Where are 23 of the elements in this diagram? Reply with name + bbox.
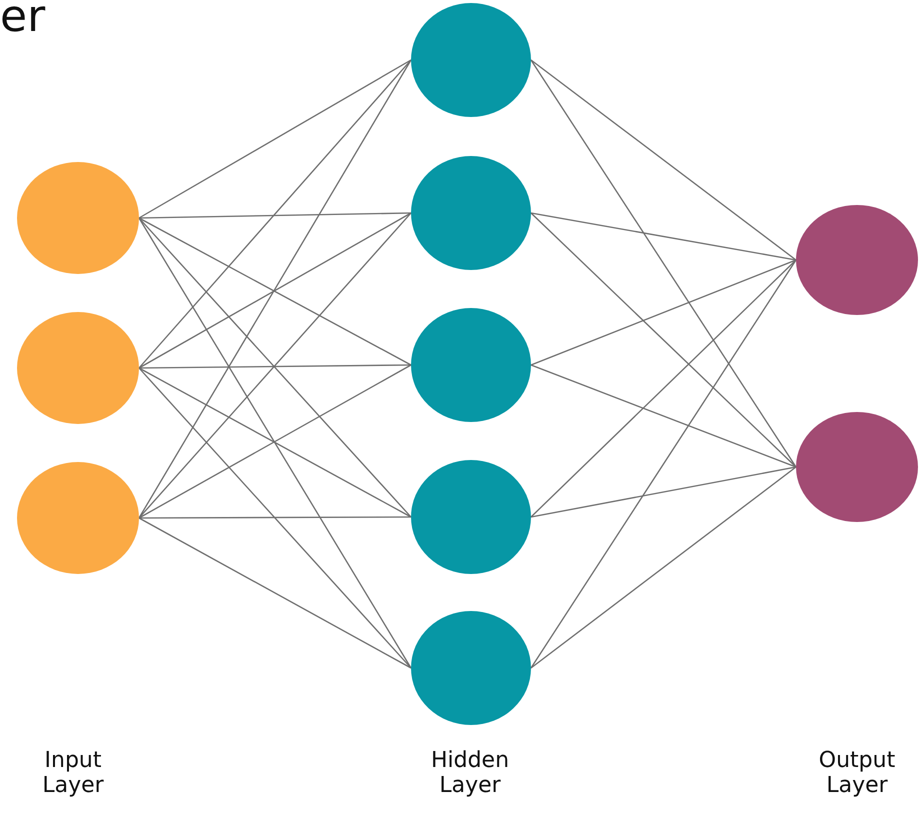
connection-line <box>138 218 412 668</box>
layer-label: Output Layer <box>818 748 896 799</box>
connection-line <box>139 364 411 369</box>
connection-line <box>530 212 796 261</box>
connection-line <box>138 517 412 669</box>
layer-label: Hidden Layer <box>430 748 510 799</box>
layer-label: Input Layer <box>41 748 105 799</box>
connection-line <box>138 212 412 219</box>
connection-line <box>530 60 797 468</box>
connection-line <box>530 364 796 468</box>
connection-line <box>138 368 412 668</box>
connection-line <box>530 212 796 468</box>
connection-line <box>138 59 412 219</box>
connection-line <box>139 516 411 519</box>
title-fragment: er <box>0 0 46 43</box>
connection-line <box>530 259 796 366</box>
connection-line <box>530 466 796 518</box>
connection-line <box>138 60 412 368</box>
connection-line <box>530 466 796 669</box>
connection-line <box>530 260 796 518</box>
connection-line <box>530 59 796 261</box>
connection-line <box>530 260 797 668</box>
connection-line <box>138 60 412 518</box>
